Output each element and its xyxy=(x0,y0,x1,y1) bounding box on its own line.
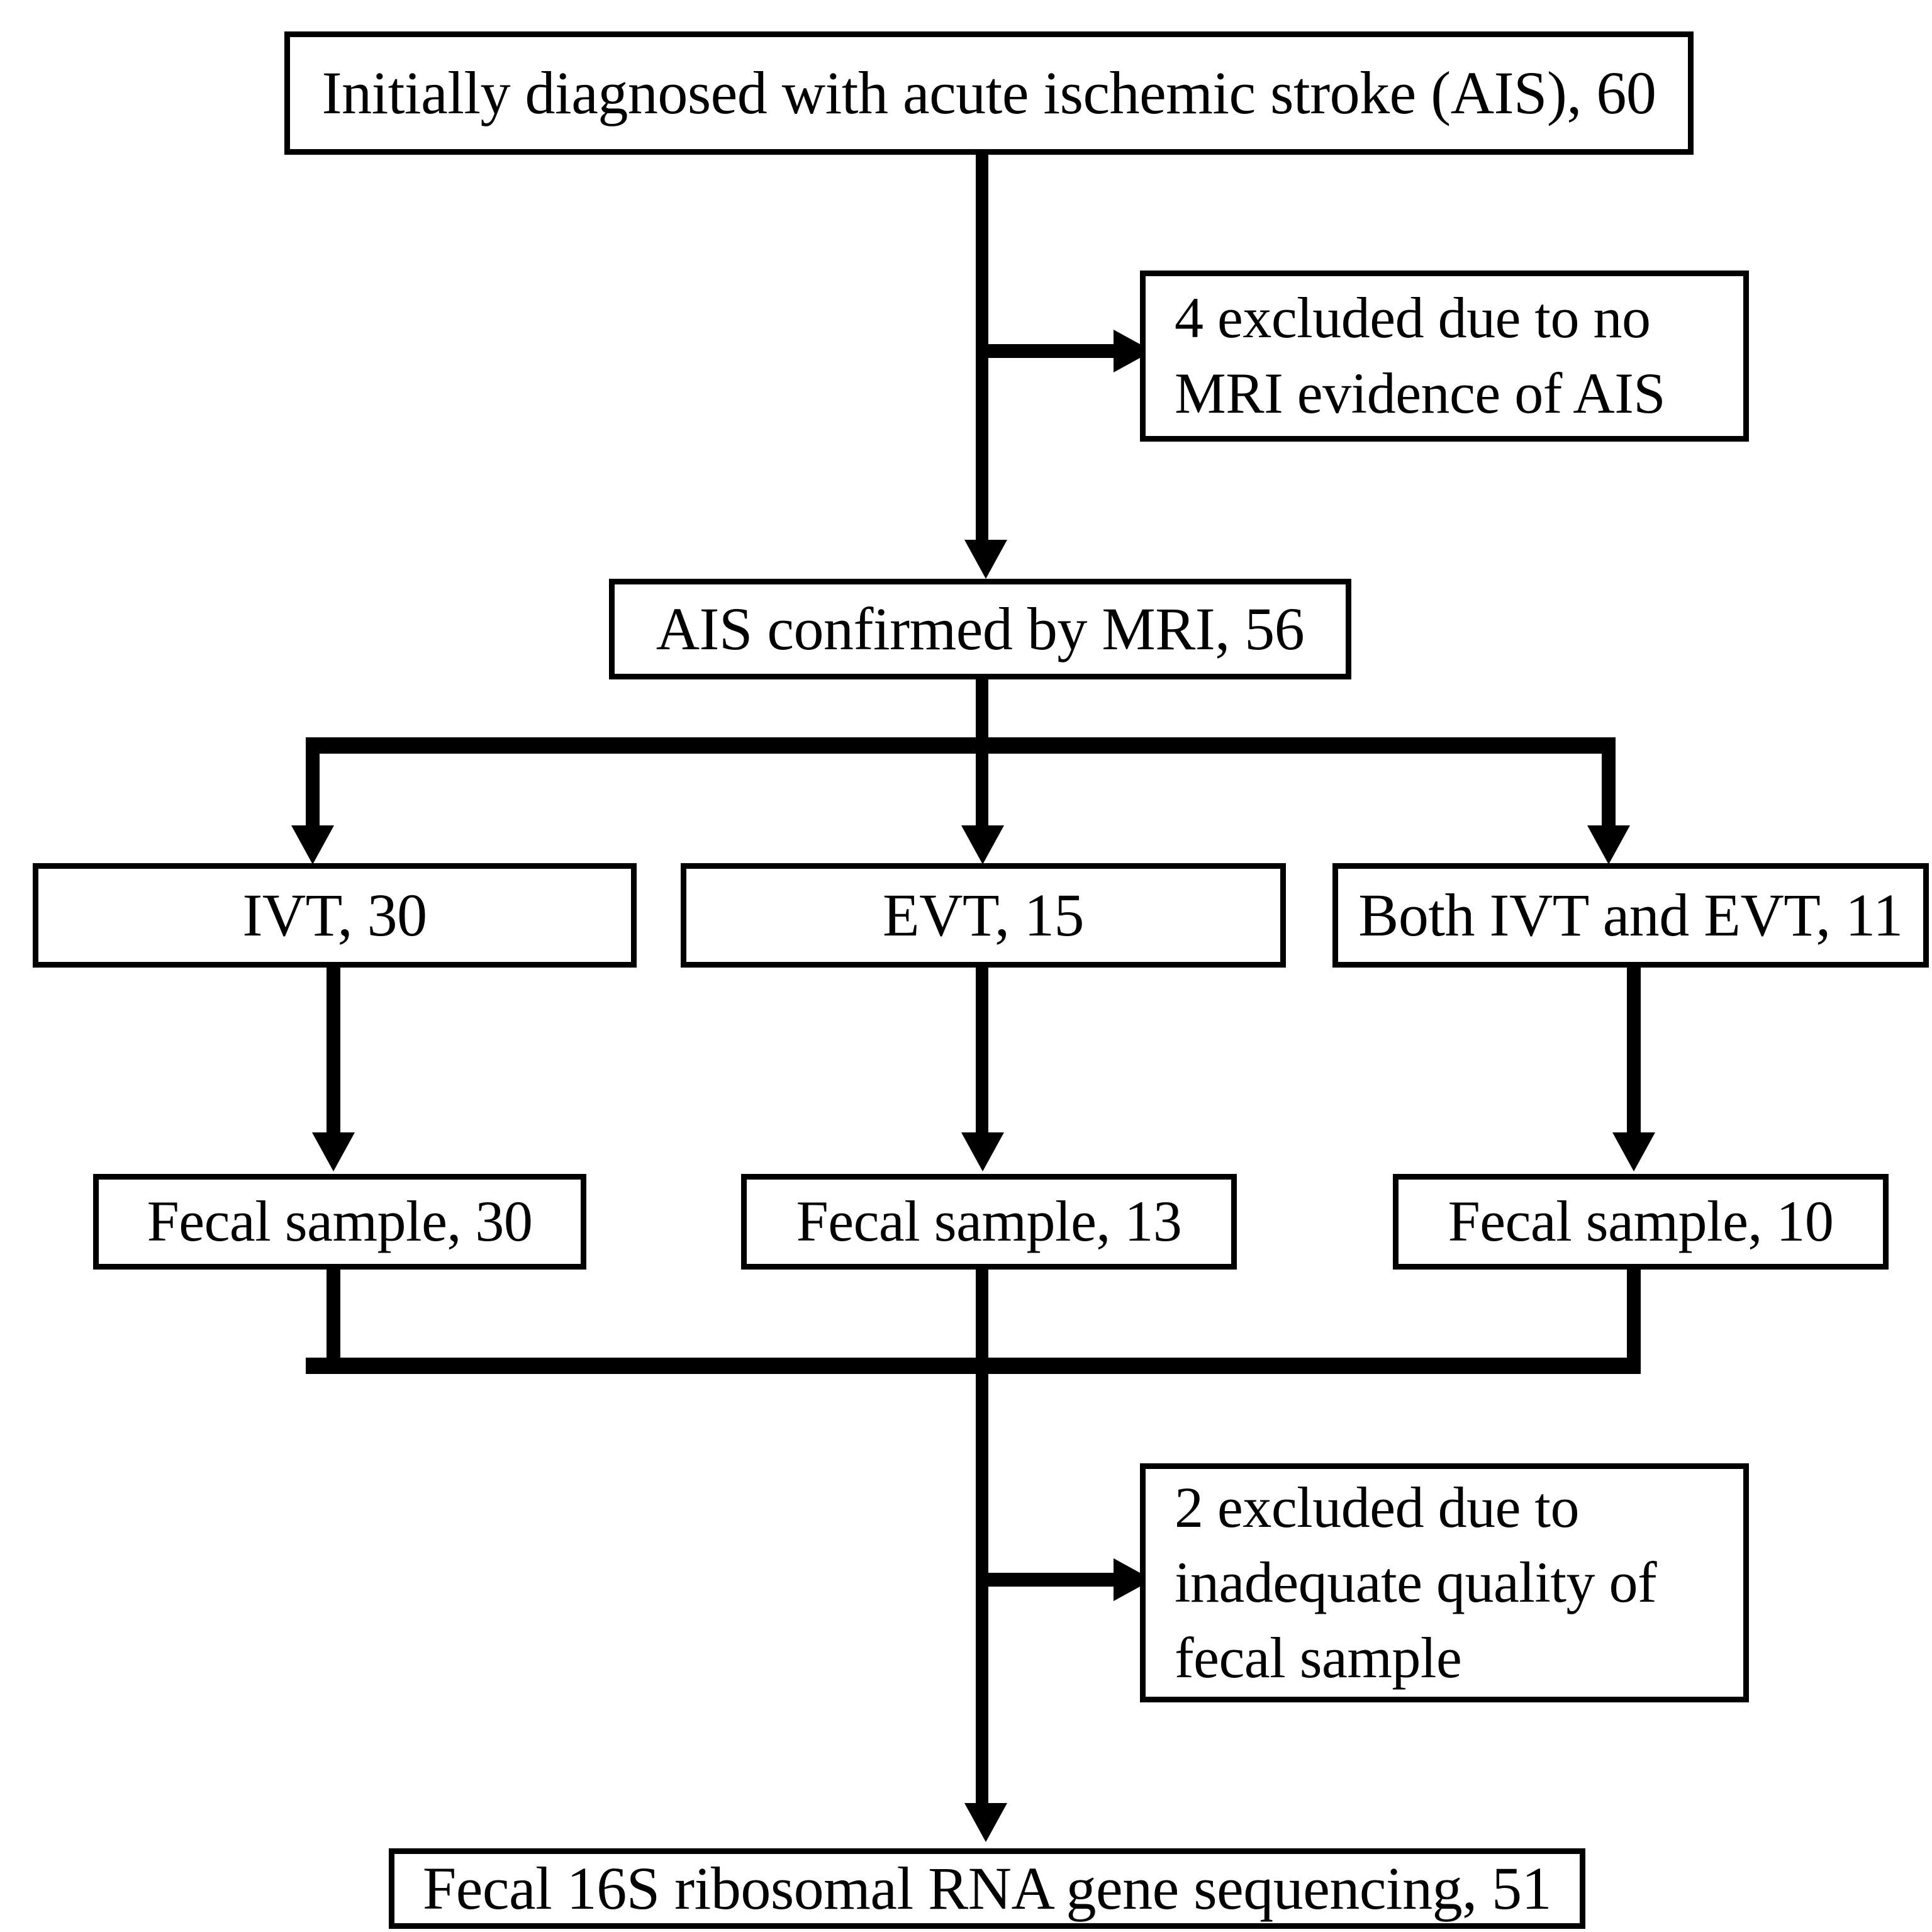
node-ais-confirmed: AIS confirmed by MRI, 56 xyxy=(609,579,1351,679)
connector-branch-ivt xyxy=(306,737,320,833)
node-fecal-sample-ivt-label: Fecal sample, 30 xyxy=(147,1189,533,1254)
arrow-down-icon-sequencing xyxy=(964,1803,1007,1842)
node-excluded-no-mri-label: 4 excluded due to no MRI evidence of AIS xyxy=(1175,286,1666,425)
connector-to-excluded-quality xyxy=(976,1573,1122,1587)
connector-branch-both xyxy=(1602,737,1616,833)
node-initial-diagnosis-label: Initially diagnosed with acute ischemic … xyxy=(321,59,1656,126)
node-fecal-sample-evt-label: Fecal sample, 13 xyxy=(796,1189,1182,1254)
connector-branch-evt xyxy=(976,737,988,849)
node-fecal-sample-ivt: Fecal sample, 30 xyxy=(93,1174,586,1270)
arrow-down-icon-fecal-both xyxy=(1612,1132,1655,1171)
arrow-down-icon-fecal-evt xyxy=(961,1132,1004,1171)
connector-fecal-both-to-merge xyxy=(1627,1267,1641,1368)
arrow-down-icon-evt xyxy=(961,825,1004,864)
node-fecal-sample-evt: Fecal sample, 13 xyxy=(741,1174,1237,1270)
arrow-down-icon-ais-confirmed xyxy=(964,540,1007,579)
connector-fecal-ivt-to-merge xyxy=(327,1267,340,1368)
merge-bar-fecal-samples xyxy=(306,1358,1641,1374)
arrow-down-icon-fecal-ivt xyxy=(312,1132,355,1171)
connector-merge-to-sequencing xyxy=(976,1374,988,1808)
connector-ivt-to-fecal xyxy=(327,966,340,1137)
node-evt: EVT, 15 xyxy=(681,863,1286,968)
node-excluded-quality: 2 excluded due to inadequate quality of … xyxy=(1140,1463,1749,1702)
node-ais-confirmed-label: AIS confirmed by MRI, 56 xyxy=(656,595,1305,662)
connector-to-excluded-no-mri xyxy=(976,344,1122,358)
branch-bar-treatments xyxy=(306,737,1616,754)
node-excluded-no-mri: 4 excluded due to no MRI evidence of AIS xyxy=(1140,271,1749,442)
node-ivt-label: IVT, 30 xyxy=(242,881,427,949)
node-both-ivt-evt-label: Both IVT and EVT, 11 xyxy=(1358,881,1903,949)
node-sequencing: Fecal 16S ribosomal RNA gene sequencing,… xyxy=(389,1848,1585,1929)
node-ivt: IVT, 30 xyxy=(33,863,637,968)
node-fecal-sample-both-label: Fecal sample, 10 xyxy=(1448,1189,1834,1254)
connector-evt-to-fecal xyxy=(976,966,988,1137)
connector-fecal-evt-to-merge xyxy=(976,1267,988,1368)
node-evt-label: EVT, 15 xyxy=(883,881,1084,949)
node-initial-diagnosis: Initially diagnosed with acute ischemic … xyxy=(284,31,1694,155)
node-fecal-sample-both: Fecal sample, 10 xyxy=(1393,1174,1889,1270)
node-excluded-quality-label: 2 excluded due to inadequate quality of … xyxy=(1175,1475,1657,1690)
connector-both-to-fecal xyxy=(1627,966,1641,1137)
node-both-ivt-evt: Both IVT and EVT, 11 xyxy=(1332,863,1929,968)
arrow-down-icon-both xyxy=(1587,825,1630,864)
arrow-down-icon-ivt xyxy=(291,825,334,864)
connector-confirmed-to-branch xyxy=(976,679,988,747)
node-sequencing-label: Fecal 16S ribosomal RNA gene sequencing,… xyxy=(422,1854,1552,1922)
